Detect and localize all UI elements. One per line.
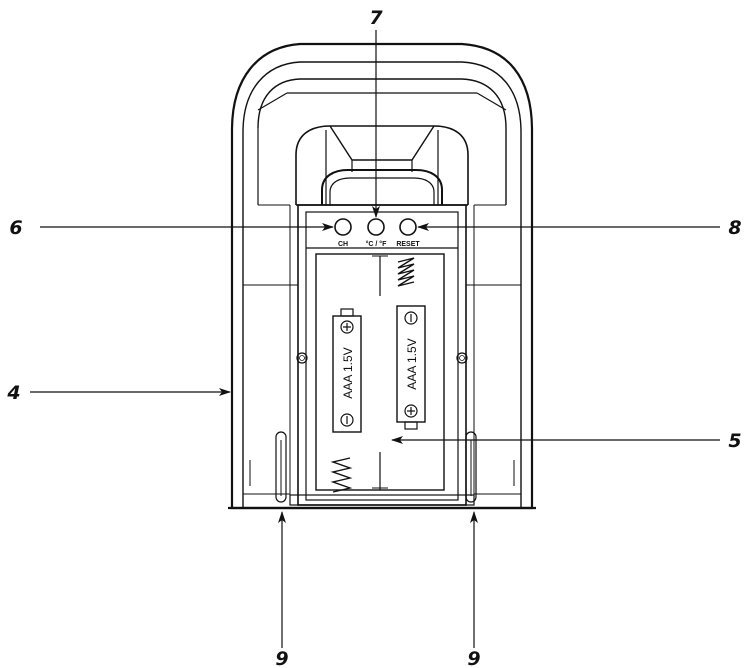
callout-7: 7 — [369, 7, 383, 29]
callout-9-left: 9 — [275, 648, 288, 668]
reset-label: RESET — [396, 241, 420, 248]
button-ch[interactable] — [334, 218, 352, 236]
plus-terminal-icon — [340, 320, 354, 334]
unit-label: °C / °F — [366, 240, 387, 248]
button-unit[interactable] — [367, 218, 385, 236]
plus-terminal-icon — [404, 404, 418, 418]
ch-label: CH — [338, 241, 348, 248]
ch-button-circle — [334, 218, 352, 236]
callout-4: 4 — [6, 382, 20, 404]
reset-button-circle — [399, 218, 417, 236]
battery-left-outline — [332, 308, 362, 433]
minus-terminal-icon — [404, 311, 418, 325]
battery-contacts — [330, 255, 415, 493]
minus-terminal-icon — [340, 413, 354, 427]
battery-left-label: AAA 1.5V — [341, 347, 355, 398]
battery-right-outline — [396, 305, 426, 430]
battery-compartment — [275, 204, 477, 506]
callout-9-right: 9 — [467, 648, 480, 668]
housing-shell — [228, 42, 536, 510]
hanger-recess — [295, 125, 469, 206]
leader-lines — [30, 30, 720, 648]
unit-button-circle — [367, 218, 385, 236]
callout-5: 5 — [728, 430, 741, 452]
button-reset[interactable] — [399, 218, 417, 236]
battery-right-label: AAA 1.5V — [405, 338, 419, 389]
callout-6: 6 — [9, 217, 22, 239]
callout-8: 8 — [728, 217, 741, 239]
